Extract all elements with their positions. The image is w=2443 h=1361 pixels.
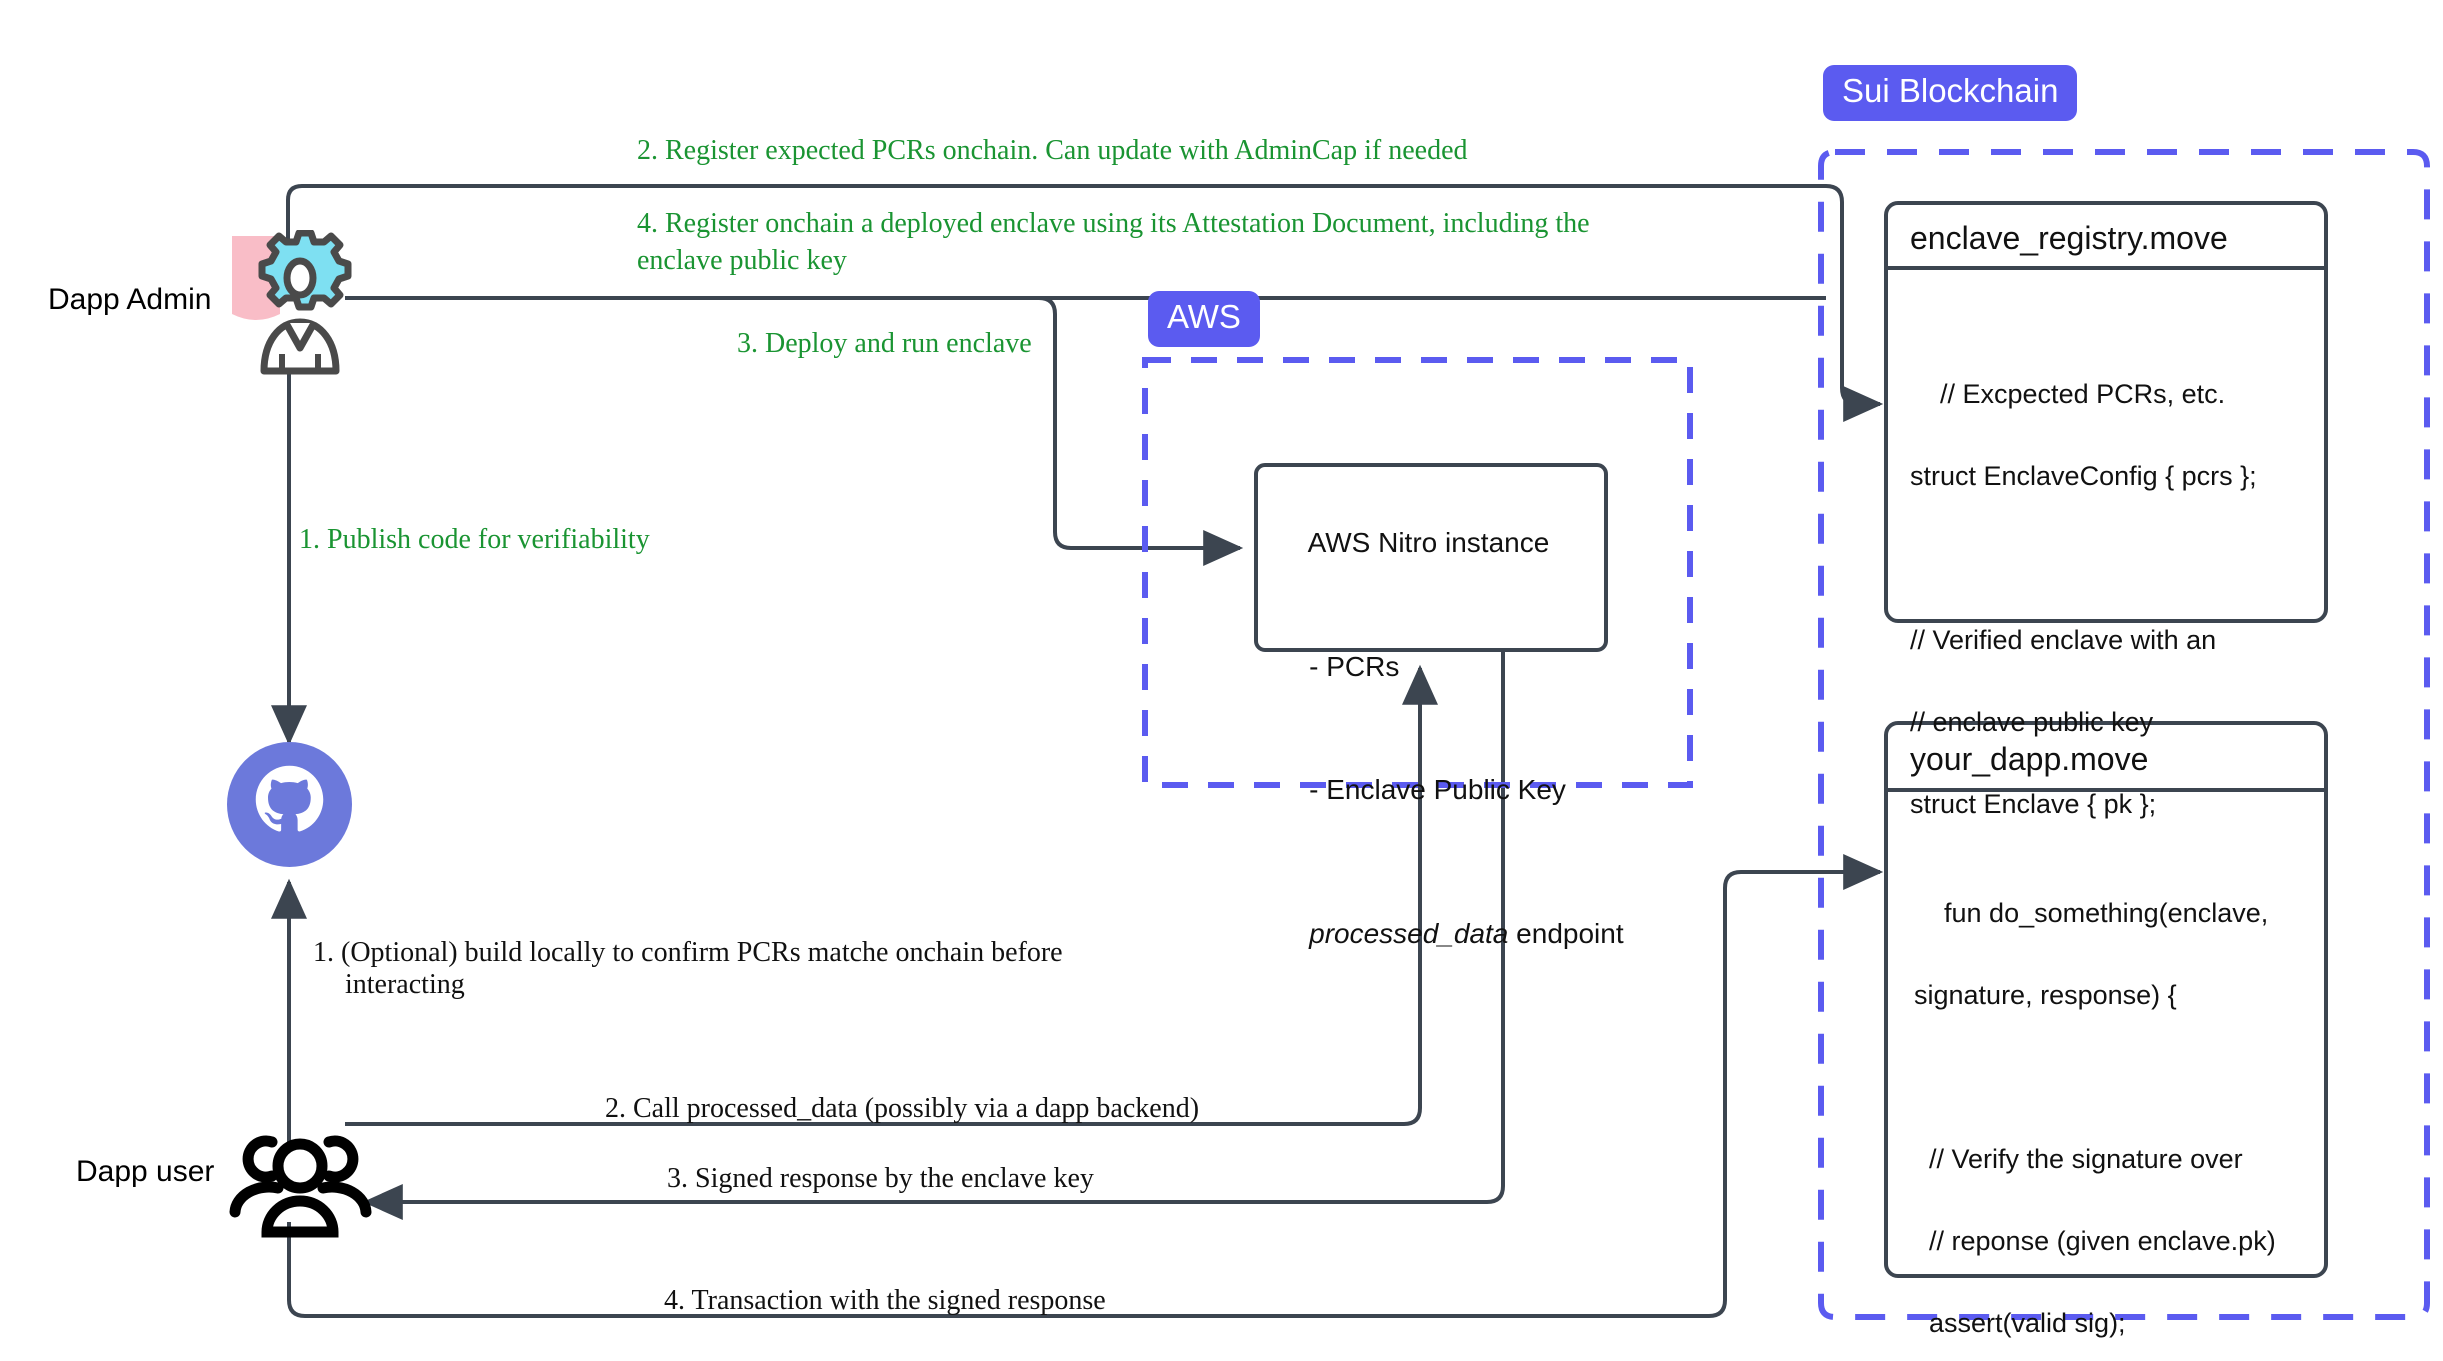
enclave-registry-line-1: struct EnclaveConfig { pcrs }; (1910, 461, 2257, 492)
aws-badge: AWS (1148, 291, 1260, 347)
github-icon (227, 742, 352, 867)
flow-label-publish-code: 1. Publish code for verifiability (299, 524, 650, 555)
user-label: Dapp user (76, 1155, 215, 1188)
flow-label-deploy-enclave: 3. Deploy and run enclave (737, 328, 1032, 359)
nitro-line-3: - Enclave Public Key (1309, 774, 1566, 806)
your-dapp-code: fun do_something(enclave, signature, res… (1914, 852, 2276, 1361)
enclave-registry-code: // Excpected PCRs, etc. struct EnclaveCo… (1910, 333, 2257, 866)
users-group-icon (229, 1135, 372, 1238)
aws-badge-label: AWS (1148, 291, 1260, 347)
your-dapp-title: your_dapp.move (1910, 741, 2149, 777)
enclave-registry-line-3: // Verified enclave with an (1910, 625, 2217, 656)
enclave-registry-line-0: // Excpected PCRs, etc. (1940, 379, 2226, 410)
enclave-registry-line-4: // enclave public key (1910, 707, 2154, 738)
your-dapp-line-0: fun do_something(enclave, (1944, 898, 2269, 929)
sui-blockchain-badge: Sui Blockchain (1823, 65, 2078, 121)
your-dapp-line-4: // reponse (given enclave.pk) (1914, 1226, 2276, 1257)
gear-icon (258, 230, 352, 311)
your-dapp-line-5: assert(valid sig); (1914, 1308, 2126, 1339)
flow-label-optional-build-line2: interacting (345, 969, 465, 1000)
flow-label-transaction: 4. Transaction with the signed response (664, 1285, 1106, 1316)
flow-label-optional-build-line1: 1. (Optional) build locally to confirm P… (313, 937, 1063, 968)
connector-call-processed-data (345, 664, 1438, 1126)
admin-avatar (232, 230, 352, 375)
nitro-endpoint-suffix: endpoint (1508, 917, 1624, 949)
flow-label-register-pcrs: 2. Register expected PCRs onchain. Can u… (637, 135, 1468, 166)
sui-blockchain-badge-label: Sui Blockchain (1823, 65, 2078, 121)
nitro-blank-line (1278, 851, 1624, 871)
flow-label-register-enclave-line1: 4. Register onchain a deployed enclave u… (637, 208, 1590, 239)
enclave-registry-line-5: struct Enclave { pk }; (1910, 789, 2157, 820)
nitro-line-2: - PCRs (1309, 650, 1400, 682)
flow-label-call-processed-data: 2. Call processed_data (possibly via a d… (605, 1093, 1200, 1124)
enclave-registry-title: enclave_registry.move (1910, 220, 2228, 256)
flow-label-signed-response: 3. Signed response by the enclave key (667, 1163, 1094, 1194)
your-dapp-line-3: // Verify the signature over (1914, 1144, 2243, 1175)
nitro-line-1: AWS Nitro instance (1307, 527, 1550, 559)
flow-label-register-enclave-line2: enclave public key (637, 245, 847, 276)
admin-label: Dapp Admin (48, 283, 212, 316)
nitro-instance-text: AWS Nitro instance - PCRs - Enclave Publ… (1278, 481, 1624, 995)
your-dapp-line-1: signature, response) { (1914, 980, 2177, 1011)
nitro-endpoint-name: processed_data (1309, 917, 1509, 949)
